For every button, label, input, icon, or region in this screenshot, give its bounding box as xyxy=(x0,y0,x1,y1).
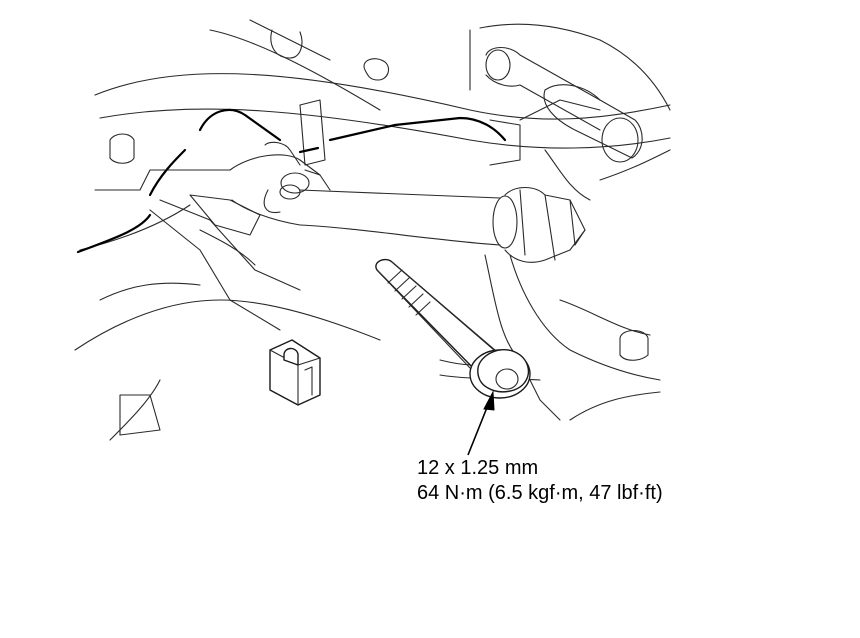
upper-right-cylinder xyxy=(485,46,643,163)
bolt-spec-callout: 12 x 1.25 mm 64 N·m (6.5 kgf·m, 47 lbf·f… xyxy=(417,456,663,506)
subframe-outlines xyxy=(74,19,671,441)
bolt-torque-label: 64 N·m (6.5 kgf·m, 47 lbf·ft) xyxy=(417,482,663,504)
mounting-bosses xyxy=(109,29,649,361)
bolt-size-label: 12 x 1.25 mm xyxy=(417,457,539,479)
bushing-block xyxy=(269,339,321,406)
stabilizer-link-clamp xyxy=(263,99,331,214)
stabilizer-bar xyxy=(229,154,518,249)
flange-bolt xyxy=(375,258,531,399)
leader-arrow xyxy=(467,390,495,456)
bushing-bracket xyxy=(504,186,586,263)
harness-lines xyxy=(76,108,507,254)
